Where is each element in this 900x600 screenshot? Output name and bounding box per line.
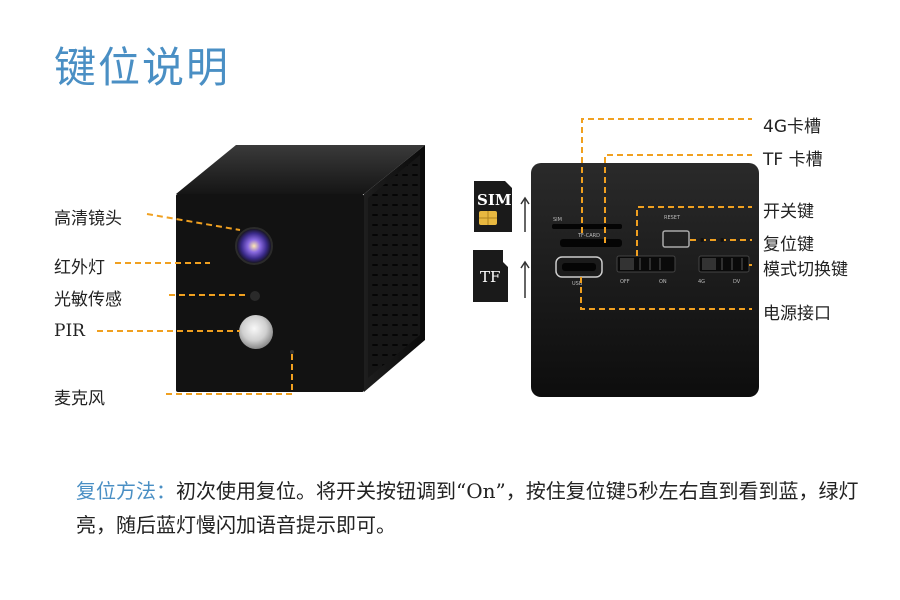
label-power-switch: 开关键 bbox=[763, 202, 814, 222]
label-sim-slot: 4G卡槽 bbox=[763, 117, 821, 137]
panel-tf-text: TF-CARD bbox=[577, 233, 600, 239]
back-panel: SIM TF-CARD RESET USB OFF ON 4G DV bbox=[531, 163, 759, 397]
camera-side-vents bbox=[368, 155, 420, 378]
camera-lens bbox=[236, 228, 272, 264]
label-pir: PIR bbox=[54, 321, 85, 341]
sim-up-arrow bbox=[520, 196, 530, 232]
front-camera bbox=[176, 145, 425, 392]
reset-dots bbox=[700, 238, 724, 242]
panel-off-text: OFF bbox=[620, 279, 630, 285]
label-power-port: 电源接口 bbox=[763, 304, 831, 324]
pir-sensor bbox=[239, 315, 273, 349]
reset-button bbox=[662, 230, 690, 248]
panel-dv-text: DV bbox=[733, 279, 741, 285]
left-leaders bbox=[97, 213, 293, 395]
light-sensor-dot bbox=[250, 291, 260, 301]
label-mic: 麦克风 bbox=[54, 389, 105, 409]
mode-switch-knob bbox=[702, 258, 716, 270]
label-ir-light: 红外灯 bbox=[54, 258, 105, 278]
tf-card-label: TF bbox=[480, 268, 500, 286]
panel-on-text: ON bbox=[659, 279, 667, 285]
camera-lens-ring bbox=[235, 227, 273, 265]
leader-sim-slot bbox=[581, 118, 752, 233]
label-reset: 复位键 bbox=[763, 235, 814, 255]
tf-card-icon: TF bbox=[473, 250, 508, 302]
label-lens: 高清镜头 bbox=[54, 209, 122, 229]
panel-sim-text: SIM bbox=[553, 217, 562, 223]
usb-port-inner bbox=[562, 263, 596, 271]
reset-instructions-heading: 复位方法： bbox=[76, 479, 176, 503]
panel-usb-text: USB bbox=[572, 281, 583, 287]
tf-up-arrow bbox=[520, 260, 530, 298]
leader-power-switch bbox=[636, 206, 752, 256]
sim-card-label: SIM bbox=[477, 191, 511, 209]
leader-mic bbox=[166, 352, 293, 395]
label-light-sensor: 光敏传感 bbox=[54, 290, 122, 310]
mic-hole bbox=[290, 350, 294, 354]
camera-front-face bbox=[176, 194, 364, 392]
leader-tf-slot bbox=[604, 154, 752, 243]
leader-lens bbox=[146, 213, 241, 231]
power-switch-knob bbox=[620, 258, 634, 270]
leader-power-port bbox=[580, 277, 752, 310]
sim-card-icon: SIM bbox=[474, 181, 512, 232]
tf-slot bbox=[560, 239, 622, 247]
reset-instructions: 复位方法：初次使用复位。将开关按钮调到“On”，按住复位键5秒左右直到看到蓝，绿… bbox=[76, 474, 876, 542]
panel-reset-text: RESET bbox=[664, 215, 681, 221]
label-tf-slot: TF 卡槽 bbox=[763, 150, 823, 170]
page-title: 键位说明 bbox=[54, 43, 231, 92]
camera-top-face bbox=[176, 145, 425, 194]
sim-slot bbox=[552, 224, 622, 229]
label-mode-switch: 模式切换键 bbox=[763, 260, 848, 280]
back-panel-body bbox=[531, 163, 759, 397]
switch-ticks bbox=[639, 258, 743, 270]
panel-4g-text: 4G bbox=[698, 279, 705, 285]
reset-instructions-body: 初次使用复位。将开关按钮调到“On”，按住复位键5秒左右直到看到蓝，绿灯亮，随后… bbox=[76, 479, 859, 537]
